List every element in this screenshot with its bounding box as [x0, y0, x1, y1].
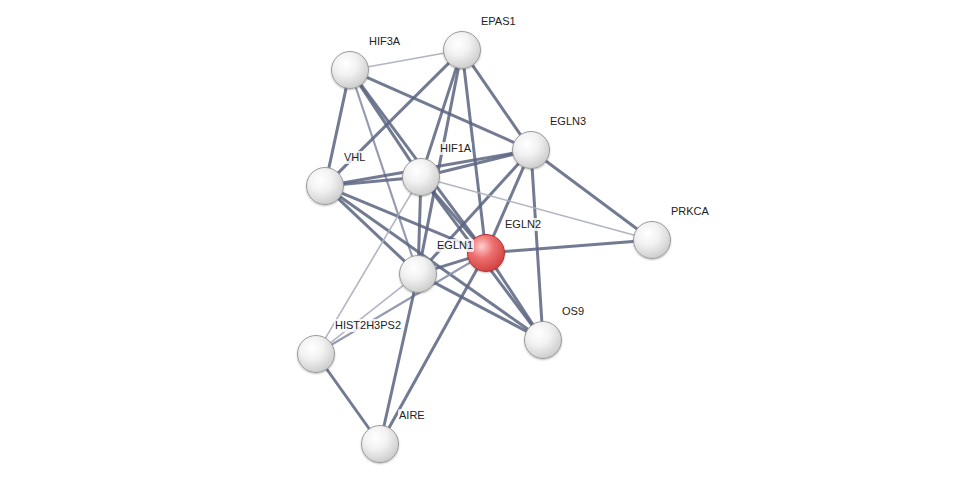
interaction-edge: [344, 179, 402, 184]
protein-label: HIF1A: [439, 142, 472, 155]
interaction-edge: [496, 269, 532, 324]
interaction-edge: [384, 293, 414, 426]
interaction-edge: [505, 242, 633, 252]
interaction-edge: [326, 193, 412, 337]
protein-label: HIST2H3PS2: [334, 319, 402, 332]
interaction-edge: [343, 193, 469, 245]
interaction-edge: [341, 197, 528, 329]
protein-node: OS9: [524, 321, 562, 359]
interaction-edge: [435, 283, 526, 331]
interaction-edge: [473, 66, 520, 135]
interaction-edge: [419, 196, 421, 255]
protein-label: PRKCA: [670, 205, 710, 218]
protein-node: VHL: [306, 167, 344, 205]
protein-node: PRKCA: [633, 221, 671, 259]
protein-label: EGLN3: [549, 115, 587, 128]
protein-node: HIF3A: [331, 51, 369, 89]
interaction-edge: [433, 191, 473, 238]
interaction-edge: [439, 182, 633, 235]
interaction-edge: [367, 78, 513, 143]
protein-node: HIF1A: [402, 158, 440, 196]
interaction-edge: [327, 370, 369, 429]
interaction-edge: [369, 53, 444, 66]
protein-label: VHL: [343, 151, 366, 164]
interaction-edge: [339, 199, 404, 261]
protein-node: EGLN1: [399, 255, 437, 293]
protein-node: AIRE: [361, 425, 399, 463]
protein-label: OS9: [561, 305, 585, 318]
interaction-edge: [331, 286, 403, 343]
protein-label: EGLN2: [504, 218, 542, 231]
interaction-edge: [532, 169, 542, 321]
protein-label: AIRE: [398, 409, 426, 422]
protein-node: EPAS1: [443, 31, 481, 69]
protein-label: EPAS1: [480, 15, 517, 28]
protein-label: EGLN1: [436, 239, 474, 252]
protein-node: HIST2H3PS2: [297, 335, 335, 373]
protein-label: HIF3A: [368, 35, 401, 48]
protein-node: EGLN3: [512, 131, 550, 169]
interaction-edge: [546, 161, 637, 228]
interaction-edge: [432, 192, 531, 325]
